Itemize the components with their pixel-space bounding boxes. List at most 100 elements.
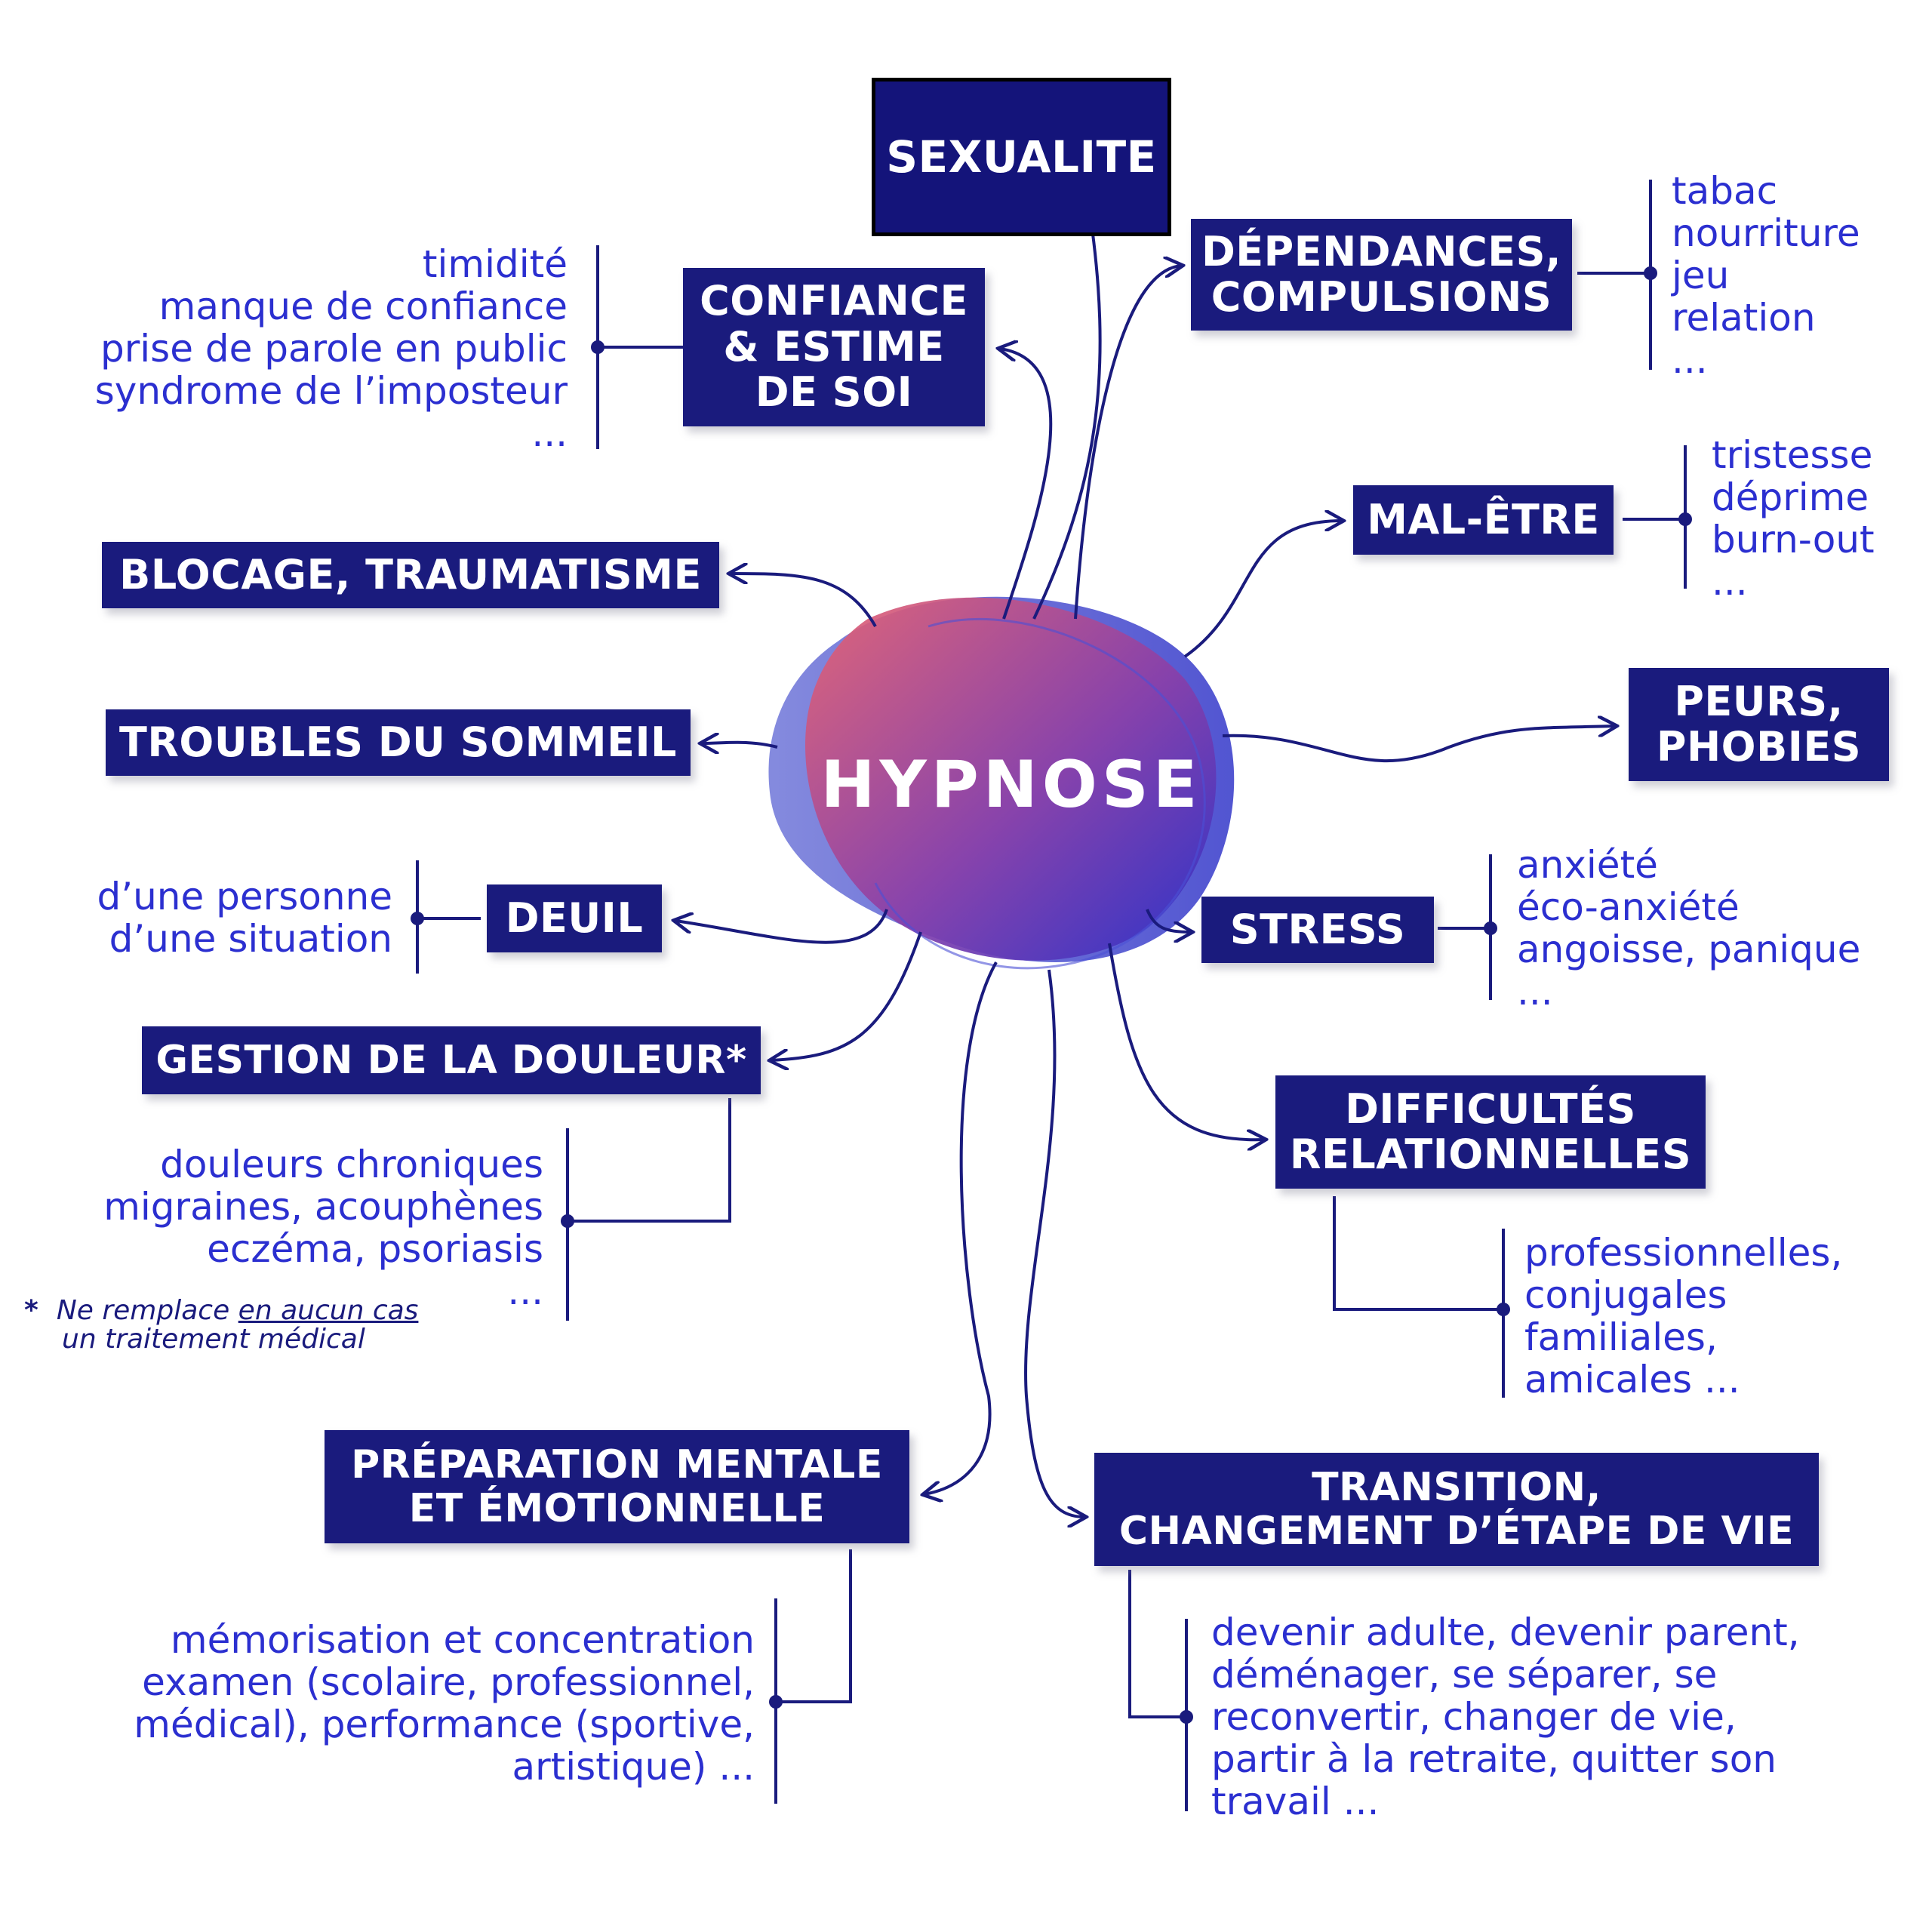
list-item: professionnelles, xyxy=(1524,1231,1843,1275)
list-item: travail ... xyxy=(1211,1780,1380,1823)
node-peurs-line2: PHOBIES xyxy=(1656,723,1862,771)
line-sexualite xyxy=(1032,192,1102,620)
node-sommeil: TROUBLES DU SOMMEIL xyxy=(106,709,691,776)
list-confiance: timidité manque de confiance prise de pa… xyxy=(95,243,568,454)
footnote-part1: Ne remplace xyxy=(56,1295,238,1326)
footnote-underlined: en aucun cas xyxy=(238,1295,419,1326)
list-item: mémorisation et concentration xyxy=(170,1618,755,1662)
node-transition: TRANSITION, CHANGEMENT D’ÉTAPE DE VIE xyxy=(1094,1453,1819,1566)
list-dependances: tabac nourriture jeu relation ... xyxy=(1672,170,1860,381)
line-peurs xyxy=(1222,726,1615,763)
line-stress xyxy=(1146,909,1191,932)
list-item: déménager, se séparer, se xyxy=(1211,1653,1718,1697)
list-item: eczéma, psoriasis xyxy=(207,1227,543,1271)
list-item: tabac xyxy=(1672,169,1778,213)
node-dependances-line2: COMPULSIONS xyxy=(1211,273,1552,321)
node-douleur: GESTION DE LA DOULEUR* xyxy=(142,1026,761,1094)
node-malaise: MAL-ÊTRE xyxy=(1353,485,1614,555)
node-deuil: DEUIL xyxy=(487,884,662,952)
footnote: * Ne remplace en aucun cas un traitement … xyxy=(24,1297,418,1354)
list-item: artistique) ... xyxy=(512,1745,755,1789)
node-dependances-line1: DÉPENDANCES, xyxy=(1201,227,1562,275)
list-item: devenir adulte, devenir parent, xyxy=(1211,1611,1800,1654)
node-sommeil-label: TROUBLES DU SOMMEIL xyxy=(119,718,677,766)
footnote-star: * xyxy=(24,1295,38,1326)
node-blocage-label: BLOCAGE, TRAUMATISME xyxy=(119,550,702,598)
list-deuil: d’une personne d’une situation xyxy=(97,875,392,960)
node-douleur-label: GESTION DE LA DOULEUR* xyxy=(155,1037,747,1083)
list-item: examen (scolaire, professionnel, xyxy=(142,1660,755,1704)
node-confiance-line2: & ESTIME xyxy=(723,322,945,371)
line-confiance xyxy=(1000,349,1053,620)
node-sexualite-label: SEXUALITE xyxy=(886,131,1157,183)
line-relations xyxy=(1108,943,1264,1140)
node-confiance-line1: CONFIANCE xyxy=(700,277,968,325)
list-item: douleurs chroniques xyxy=(160,1143,543,1186)
list-item: partir à la retraite, quitter son xyxy=(1211,1737,1777,1781)
node-transition-line2: CHANGEMENT D’ÉTAPE DE VIE xyxy=(1118,1509,1795,1554)
node-transition-line1: TRANSITION, xyxy=(1312,1464,1601,1510)
list-item: familiales, xyxy=(1524,1315,1718,1359)
node-blocage: BLOCAGE, TRAUMATISME xyxy=(102,542,719,608)
list-item: anxiété xyxy=(1517,843,1658,887)
list-item: reconvertir, changer de vie, xyxy=(1211,1695,1737,1739)
node-confiance-line3: DE SOI xyxy=(755,368,913,417)
list-item: éco-anxiété xyxy=(1517,885,1740,929)
line-blocage xyxy=(731,574,877,627)
list-item: ... xyxy=(1517,970,1553,1014)
list-transition: devenir adulte, devenir parent, déménage… xyxy=(1211,1611,1800,1823)
list-preparation: mémorisation et concentration examen (sc… xyxy=(134,1619,755,1788)
list-item: prise de parole en public xyxy=(100,327,568,371)
list-item: conjugales xyxy=(1524,1273,1727,1317)
node-preparation-line2: ET ÉMOTIONNELLE xyxy=(408,1486,826,1531)
list-stress: anxiété éco-anxiété angoisse, panique ..… xyxy=(1517,844,1860,1013)
line-sommeil xyxy=(702,743,778,747)
list-item: tristesse xyxy=(1712,433,1873,477)
list-item: déprime xyxy=(1712,475,1869,519)
footnote-line2: un traitement médical xyxy=(62,1324,365,1355)
list-item: ... xyxy=(507,1269,543,1313)
node-relations-line1: DIFFICULTÉS xyxy=(1345,1084,1636,1133)
node-peurs-line1: PEURS, xyxy=(1674,677,1844,725)
list-item: manque de confiance xyxy=(158,285,568,328)
line-deuil xyxy=(675,909,888,944)
list-item: d’une personne xyxy=(97,875,392,918)
list-item: angoisse, panique xyxy=(1517,928,1861,971)
hypnose-label: HYPNOSE xyxy=(820,747,1202,823)
node-relations-line2: RELATIONNELLES xyxy=(1289,1131,1692,1178)
line-preparation xyxy=(924,961,998,1494)
node-preparation: PRÉPARATION MENTALE ET ÉMOTIONNELLE xyxy=(325,1430,909,1543)
list-item: médical), performance (sportive, xyxy=(134,1703,755,1746)
list-item: syndrome de l’imposteur xyxy=(94,369,568,413)
list-item: relation xyxy=(1672,296,1816,340)
list-item: migraines, acouphènes xyxy=(103,1185,543,1229)
list-malaise: tristesse déprime burn-out ... xyxy=(1712,434,1875,603)
node-sexualite: SEXUALITE xyxy=(872,78,1171,236)
line-malaise xyxy=(1183,521,1342,658)
list-item: nourriture xyxy=(1672,211,1860,255)
node-stress-label: STRESS xyxy=(1229,905,1406,953)
line-transition xyxy=(1024,969,1084,1517)
list-item: ... xyxy=(1672,338,1708,382)
list-item: ... xyxy=(1712,560,1748,604)
list-item: d’une situation xyxy=(109,917,392,961)
list-item: ... xyxy=(531,411,568,455)
list-item: amicales ... xyxy=(1524,1358,1740,1401)
node-relations: DIFFICULTÉS RELATIONNELLES xyxy=(1275,1075,1706,1189)
node-confiance: CONFIANCE & ESTIME DE SOI xyxy=(683,268,985,426)
line-dependances xyxy=(1074,266,1181,620)
list-item: timidité xyxy=(422,242,568,286)
hypnose-blob xyxy=(768,596,1235,970)
node-malaise-label: MAL-ÊTRE xyxy=(1367,495,1600,543)
list-item: jeu xyxy=(1672,254,1730,297)
list-item: burn-out xyxy=(1712,518,1875,561)
list-brackets xyxy=(411,180,1692,1811)
node-dependances: DÉPENDANCES, COMPULSIONS xyxy=(1191,219,1572,331)
node-peurs: PEURS, PHOBIES xyxy=(1629,668,1889,781)
list-douleur: douleurs chroniques migraines, acouphène… xyxy=(103,1143,543,1312)
node-deuil-label: DEUIL xyxy=(505,894,644,942)
node-stress: STRESS xyxy=(1201,897,1434,963)
line-douleur xyxy=(771,931,922,1060)
list-relations: professionnelles, conjugales familiales,… xyxy=(1524,1232,1842,1401)
